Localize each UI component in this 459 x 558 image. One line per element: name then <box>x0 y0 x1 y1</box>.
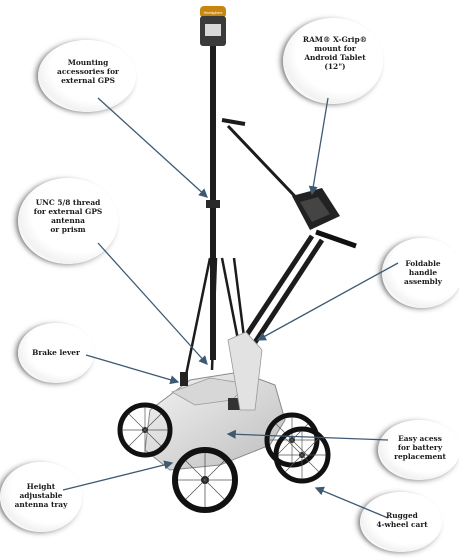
callout-brake-lever: Brake lever <box>32 348 80 357</box>
tablet-mount <box>292 188 357 249</box>
callout-ram-mount: RAM® X-Grip® mount for Android Tablet (1… <box>302 35 368 71</box>
cart-body <box>144 331 286 471</box>
tripod-legs <box>183 257 247 381</box>
gps-pole <box>206 40 220 360</box>
bubble-brake <box>18 323 94 383</box>
brake-lever <box>180 372 188 386</box>
callout-arrows <box>62 97 399 519</box>
wheel-front-left <box>172 447 238 513</box>
callout-battery-access: Easy acess for battery replacement <box>394 434 446 461</box>
callout-unc-thread: UNC 5/8 thread for external GPS antenna … <box>33 198 103 234</box>
gps-receiver: Hemisphere <box>200 6 226 46</box>
arrow-battery <box>226 429 389 441</box>
bubble-mounting <box>38 40 136 112</box>
callout-foldable-handle: Foldable handle assembly <box>404 259 442 286</box>
bubble-cart <box>360 492 442 552</box>
arrow-tray <box>62 460 174 491</box>
handle-assembly <box>237 234 325 352</box>
gps-brand-text: Hemisphere <box>204 11 223 15</box>
wheel-rear-left <box>117 402 173 458</box>
wheel-front-right <box>273 426 331 484</box>
arrow-mounting <box>97 97 208 198</box>
callout-mounting-accessories: Mounting accessories for external GPS <box>57 58 119 85</box>
arrow-ram <box>308 97 329 196</box>
arrow-cart <box>314 486 389 519</box>
arrow-brake <box>85 354 180 385</box>
callout-wheel-cart: Rugged 4-wheel cart <box>376 511 428 529</box>
bubble-ram <box>283 18 383 104</box>
bubble-unc <box>18 178 118 264</box>
arrow-foldable <box>256 262 399 341</box>
callout-antenna-tray: Height adjustable antenna tray <box>14 482 68 509</box>
arrow-unc <box>97 242 208 365</box>
bubble-foldable <box>382 238 459 308</box>
bubble-battery <box>378 420 459 480</box>
bubble-tray <box>0 462 82 532</box>
